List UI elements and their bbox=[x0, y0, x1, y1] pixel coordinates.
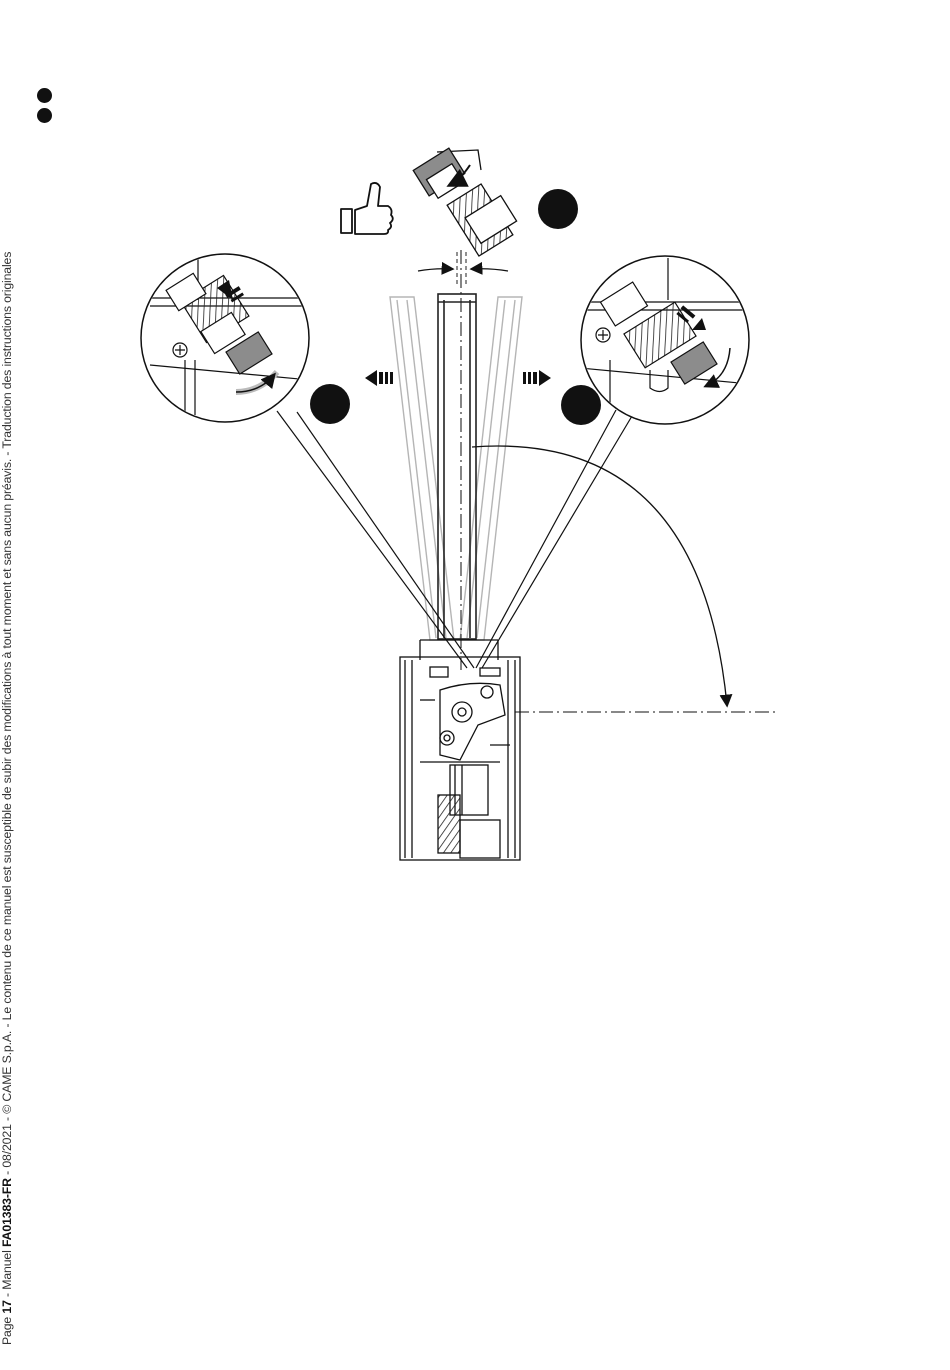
boom-vertical bbox=[438, 294, 476, 639]
swing-arc bbox=[472, 446, 727, 705]
callout-marker-right bbox=[561, 385, 601, 425]
barrier-cabinet bbox=[400, 640, 520, 860]
zoom-leader-lines bbox=[277, 410, 632, 668]
thumbs-up-icon bbox=[341, 183, 393, 234]
callout-marker-top bbox=[538, 189, 578, 229]
callout-marker-left bbox=[310, 384, 350, 424]
top-bolt-detail bbox=[413, 148, 516, 256]
zoom-detail-right bbox=[580, 256, 750, 424]
right-direction-arrow bbox=[523, 370, 551, 386]
left-direction-arrow bbox=[365, 370, 393, 386]
zoom-detail-left bbox=[141, 254, 310, 422]
alignment-arrows bbox=[418, 269, 508, 271]
